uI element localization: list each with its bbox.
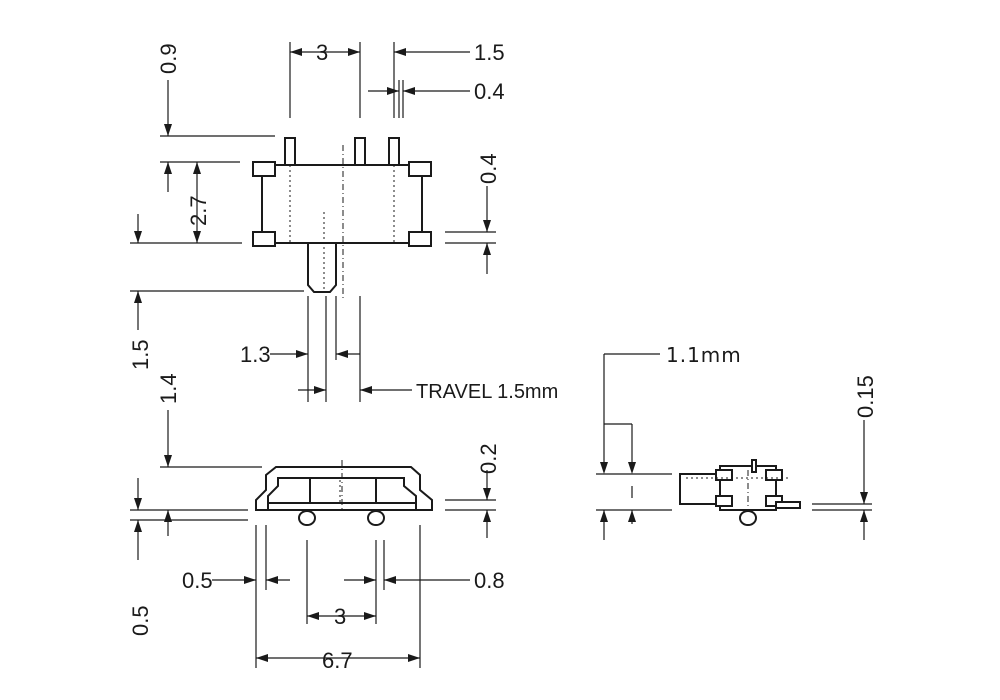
dim-left-1-4: 1.4 xyxy=(156,373,181,404)
side-lead-right xyxy=(775,501,801,509)
side-body-left xyxy=(679,473,721,505)
side-foot xyxy=(739,510,757,526)
top-view: 3 1.5 0.4 0.9 2.7 1.5 xyxy=(128,40,558,403)
side-view: 1.1mm 0.15 xyxy=(596,343,878,540)
front-foot-right xyxy=(367,510,385,526)
top-actuator xyxy=(307,242,337,293)
dim-top-0-4: 0.4 xyxy=(474,79,505,104)
dim-side-0-15: 0.15 xyxy=(853,375,878,418)
top-pin-middle xyxy=(354,137,366,166)
top-tab-tl xyxy=(252,161,276,177)
top-tab-br xyxy=(408,231,432,247)
dim-top-3: 3 xyxy=(316,40,328,65)
dim-top-1-5: 1.5 xyxy=(474,40,505,65)
dim-bottom-0-5: 0.5 xyxy=(182,568,213,593)
dim-right-0-2: 0.2 xyxy=(476,443,501,474)
dim-side-1-1mm: 1.1mm xyxy=(666,343,742,367)
top-tab-tr xyxy=(408,161,432,177)
top-tab-bl xyxy=(252,231,276,247)
dim-bottom-6-7: 6.7 xyxy=(322,648,353,673)
side-lead-mid xyxy=(751,459,757,473)
dim-left-1-5: 1.5 xyxy=(128,339,153,370)
top-pin-left xyxy=(284,137,296,166)
dim-travel: TRAVEL 1.5mm xyxy=(416,381,558,403)
top-pin-right xyxy=(388,137,400,166)
side-tab-tr xyxy=(765,469,783,481)
dim-left-2-7: 2.7 xyxy=(186,195,211,226)
dim-actuator-1-3: 1.3 xyxy=(240,342,271,367)
front-view: 1.4 0.5 0.2 0.5 0.8 xyxy=(128,373,505,673)
front-housing xyxy=(255,466,433,511)
top-body xyxy=(261,164,423,244)
dim-bottom-3: 3 xyxy=(334,604,346,629)
dim-left-0-5: 0.5 xyxy=(128,605,153,636)
dim-left-0-9: 0.9 xyxy=(156,43,181,74)
dim-bottom-0-8: 0.8 xyxy=(474,568,505,593)
side-tab-bl xyxy=(715,495,733,507)
dim-right-0-4: 0.4 xyxy=(476,153,501,184)
side-tab-tl xyxy=(715,469,733,481)
front-foot-left xyxy=(298,510,316,526)
front-slider xyxy=(309,477,377,504)
